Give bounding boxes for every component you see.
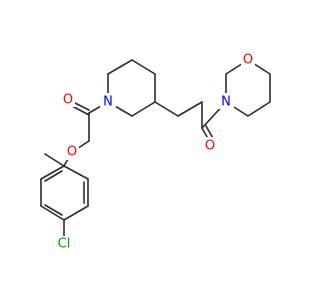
amide-oxygen-label: O — [205, 139, 215, 154]
morpholine-nitrogen-label: N — [221, 95, 231, 110]
ring-to-methyl-bond — [44, 153, 65, 167]
aryl-ring-inner-bond-6 — [44, 170, 63, 182]
ether-oxygen-bg — [65, 144, 79, 160]
aryl-ring-inner-bond-4 — [44, 204, 63, 216]
ether-oxygen-label: O — [67, 145, 77, 160]
morpholine-nitrogen-bg — [218, 93, 234, 109]
morpholine-oxygen-bg — [241, 51, 255, 67]
aryl-ring-bond-6 — [40, 165, 65, 180]
piperidine-bond-5 — [131, 101, 156, 117]
molecule-canvas: O N O N O O Cl — [40, 51, 271, 252]
piperidine-nitrogen-bg — [100, 93, 116, 109]
chlorine-bg — [55, 236, 73, 252]
propyl-bond-2 — [177, 101, 203, 117]
piperidine-nitrogen-label: N — [103, 95, 113, 110]
piperidine-bond-2 — [107, 59, 133, 75]
aryl-ring-bond-3 — [63, 205, 89, 221]
structure-diagram: O N O N O O Cl — [40, 51, 271, 252]
piperidine-carbonyl-oxygen-bg — [61, 91, 75, 107]
aryl-ring-bond-1 — [63, 165, 89, 180]
morpholine-bond-5 — [247, 101, 271, 117]
piperidine-carbonyl-oxygen-label: O — [63, 93, 73, 108]
atom-labels: O N O N O O Cl — [55, 51, 255, 252]
morpholine-oxygen-label: O — [243, 53, 253, 68]
amide-oxygen-bg — [203, 137, 217, 153]
carbonyl-double-bond-b — [71, 105, 90, 116]
piperidine-bond-3 — [131, 59, 156, 75]
aryl-ring-bond-4 — [40, 205, 65, 221]
chlorine-label: Cl — [58, 237, 71, 252]
propyl-bond-1 — [154, 101, 179, 117]
